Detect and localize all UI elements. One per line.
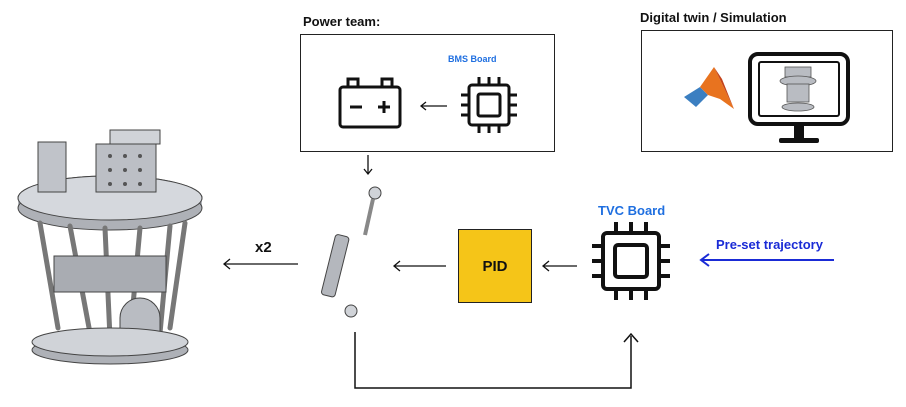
digital-twin-title: Digital twin / Simulation xyxy=(640,10,787,25)
digital-twin-box xyxy=(641,30,893,152)
hexapod-platform-icon xyxy=(17,129,203,365)
arrow-down-icon xyxy=(363,155,373,176)
feedback-loop-arrow xyxy=(354,332,639,389)
arrow-left-icon xyxy=(392,260,446,272)
matlab-logo-icon xyxy=(684,67,734,109)
tvc-board-label: TVC Board xyxy=(598,203,666,218)
arrow-left-icon xyxy=(419,101,447,111)
arrow-left-icon xyxy=(222,258,298,270)
power-team-title: Power team: xyxy=(303,14,381,29)
monitor-icon xyxy=(748,52,850,143)
arrow-left-icon xyxy=(541,260,577,272)
bms-board-label: BMS Board xyxy=(448,54,497,64)
power-team-box: BMS Board xyxy=(300,34,555,152)
battery-icon xyxy=(338,77,402,129)
actuator-icon xyxy=(321,186,382,318)
pid-label: PID xyxy=(482,257,508,275)
trajectory-label: Pre-set trajectory xyxy=(716,237,823,252)
trajectory-arrow-icon xyxy=(699,253,834,267)
chip-icon xyxy=(461,77,517,133)
multiplier-label: x2 xyxy=(255,239,272,256)
pid-block: PID xyxy=(458,229,532,303)
chip-icon xyxy=(592,222,670,300)
